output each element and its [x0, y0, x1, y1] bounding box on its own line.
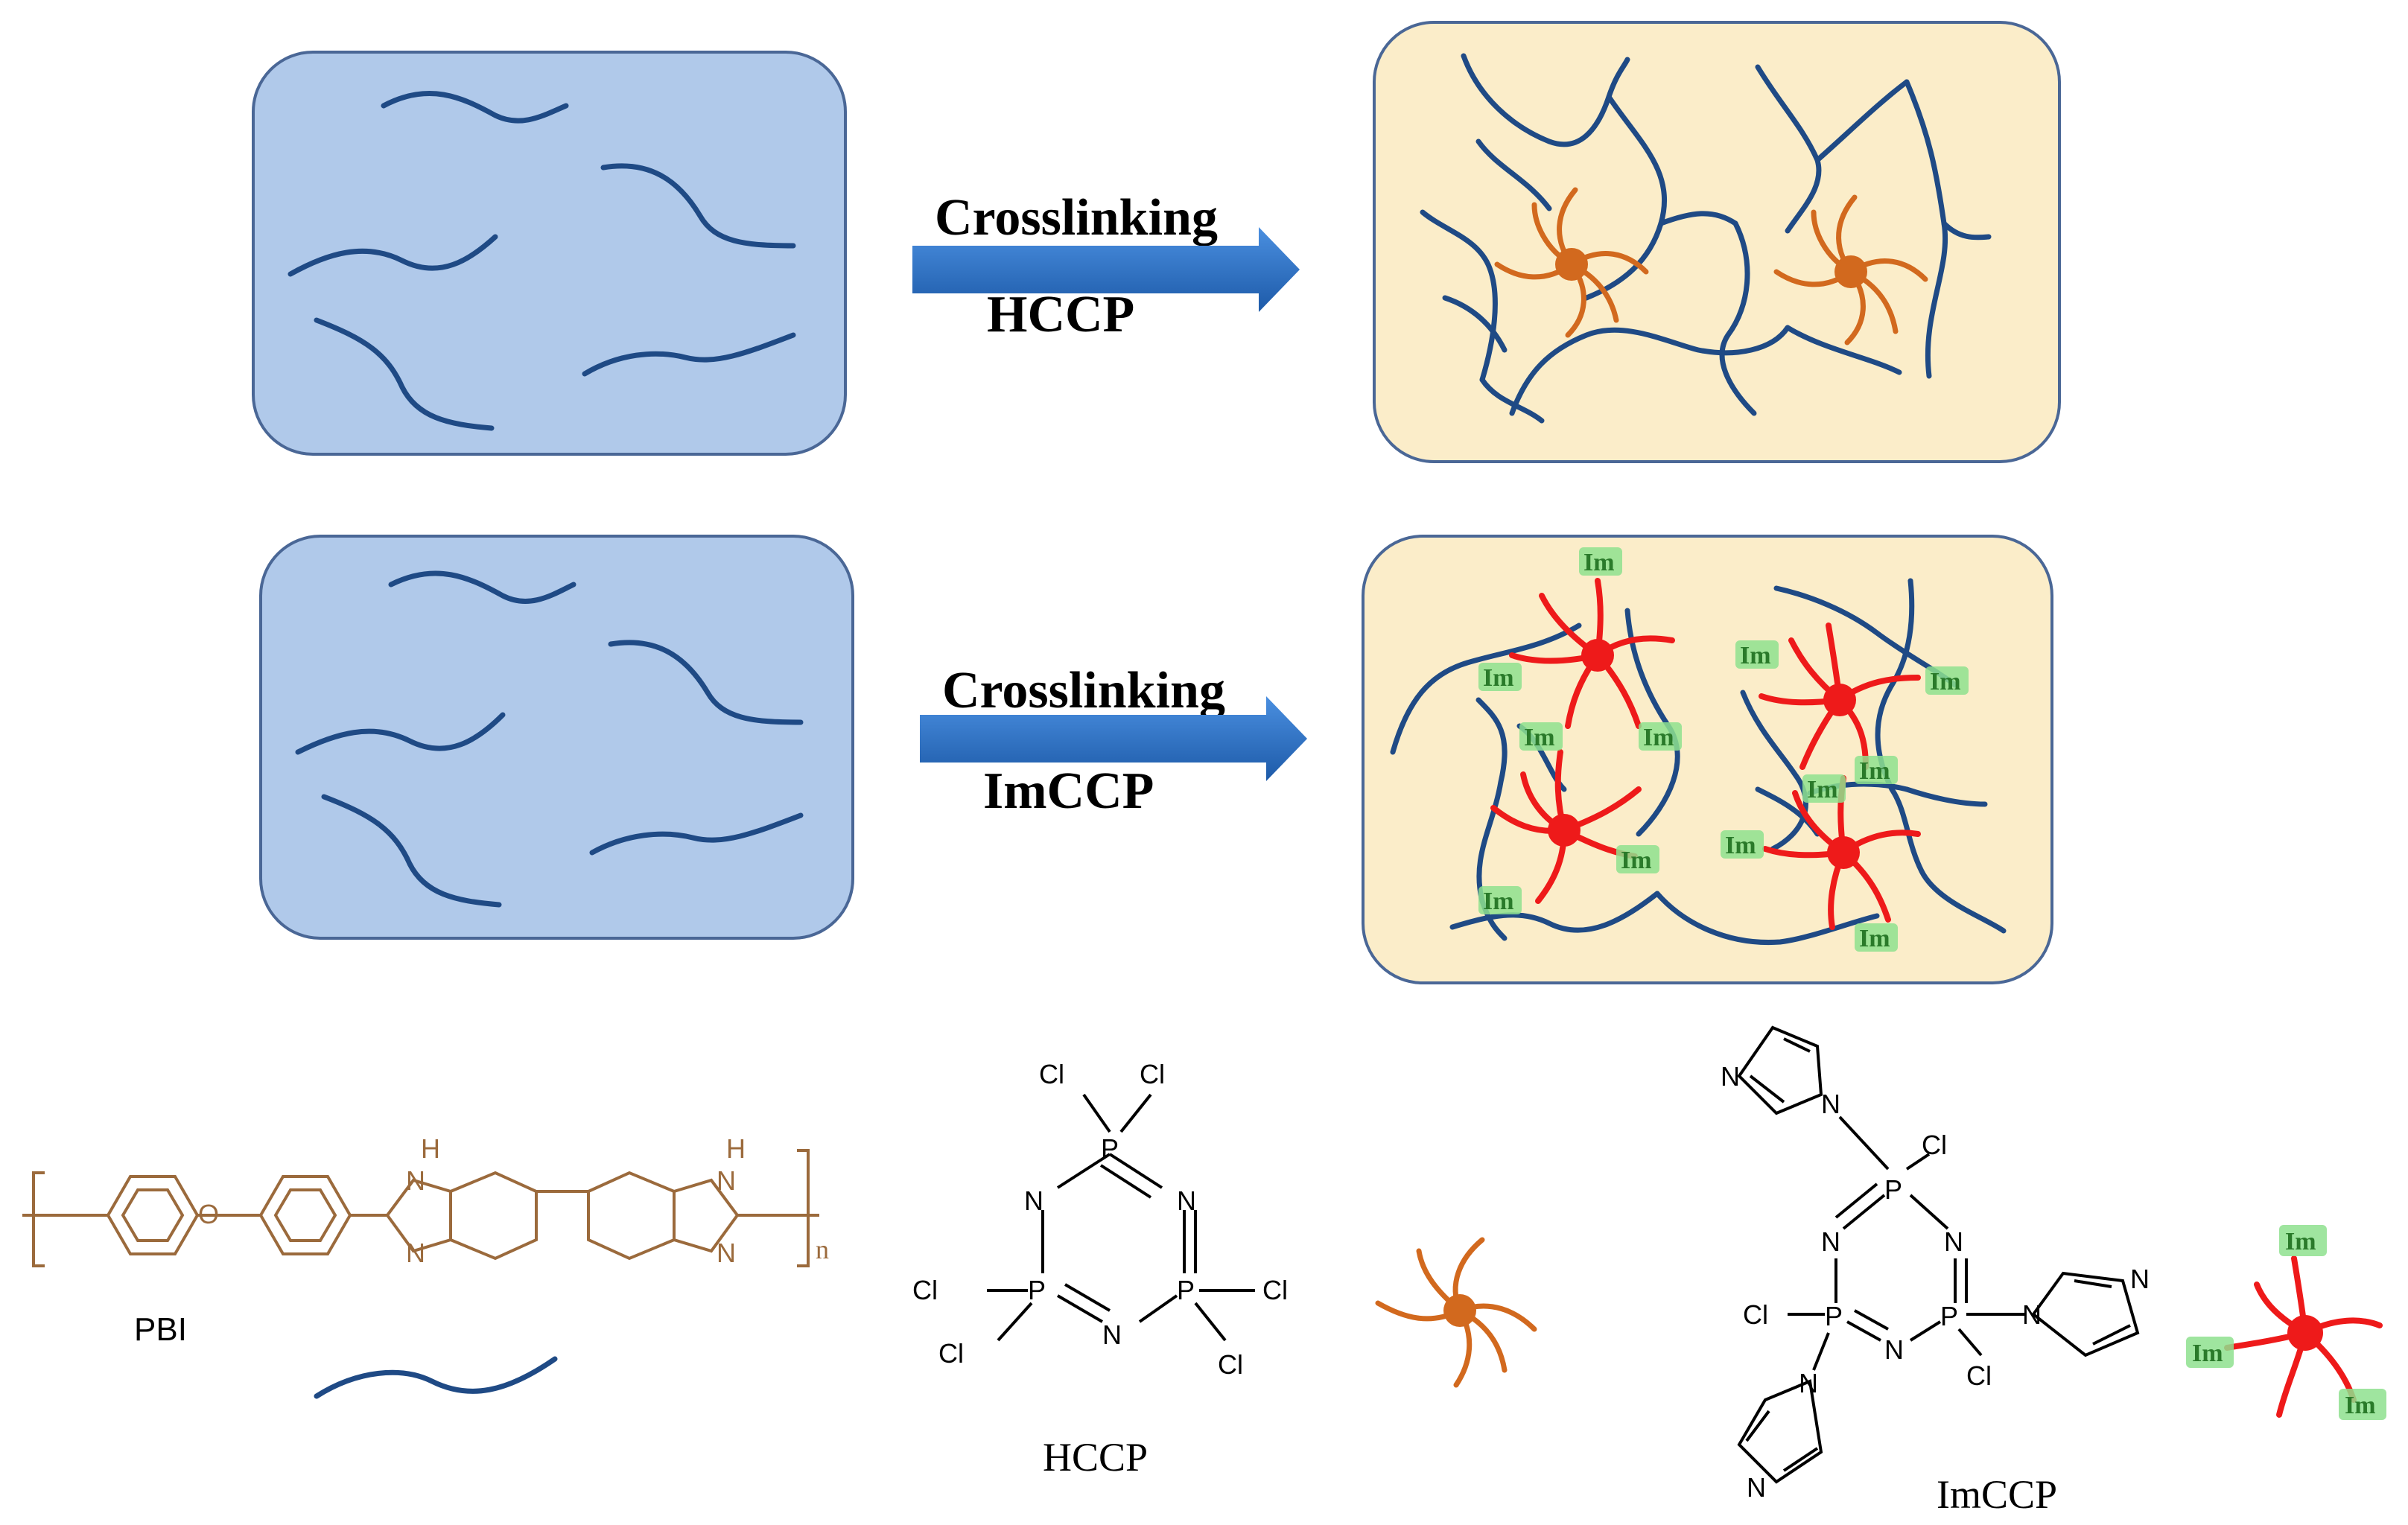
imccp-crosslinker-node: [1509, 578, 1675, 729]
svg-text:Im: Im: [2285, 1228, 2316, 1255]
arrow-hccp: Crosslinking HCCP: [912, 189, 1300, 343]
panel-crosslinked-imccp: [1362, 535, 2053, 984]
svg-text:Im: Im: [2345, 1392, 2376, 1419]
row-hccp: Crosslinking HCCP: [252, 21, 2061, 463]
svg-text:P: P: [1028, 1275, 1046, 1305]
svg-text:Im: Im: [1643, 724, 1674, 751]
hccp-crosslinker-node: [1494, 187, 1649, 338]
svg-text:N: N: [1102, 1319, 1122, 1350]
legend-pbi: O H N N H N N n PBI: [22, 1133, 829, 1399]
svg-text:N: N: [1821, 1089, 1840, 1119]
svg-text:Cl: Cl: [912, 1275, 938, 1305]
im-tag: Im: [2186, 1337, 2234, 1368]
row-imccp: Crosslinking ImCCP: [259, 535, 2053, 984]
pbi-label: PBI: [134, 1311, 187, 1348]
svg-text:N: N: [2130, 1264, 2150, 1294]
imccp-crosslinker-node: [1759, 623, 1921, 770]
arrow-imccp: Crosslinking ImCCP: [920, 662, 1307, 820]
svg-text:N: N: [1821, 1226, 1840, 1257]
svg-text:Im: Im: [1725, 832, 1756, 859]
svg-text:Im: Im: [1930, 668, 1961, 695]
svg-text:Cl: Cl: [1922, 1130, 1947, 1160]
arrow-shape: [912, 227, 1300, 312]
im-tag: Im: [1855, 923, 1898, 952]
im-tag: Im: [1855, 756, 1898, 785]
arrow-label-bottom: ImCCP: [983, 762, 1154, 820]
im-tag: Im: [1639, 722, 1682, 751]
arrow-label-top: Crosslinking: [935, 189, 1218, 246]
svg-text:N: N: [717, 1165, 736, 1196]
panel-linear-pbi-2: [259, 535, 854, 940]
svg-text:N: N: [2022, 1299, 2042, 1330]
svg-text:N: N: [406, 1165, 425, 1196]
svg-text:Im: Im: [1524, 724, 1555, 751]
svg-text:Cl: Cl: [938, 1338, 964, 1369]
svg-text:N: N: [406, 1238, 425, 1268]
im-tag: Im: [1802, 774, 1846, 803]
svg-text:Cl: Cl: [1218, 1349, 1243, 1380]
arrow-shape: [920, 696, 1307, 781]
svg-text:N: N: [717, 1238, 736, 1268]
svg-text:Im: Im: [1807, 776, 1838, 803]
svg-text:N: N: [1721, 1061, 1740, 1092]
svg-text:Im: Im: [1740, 642, 1771, 669]
svg-text:Im: Im: [2192, 1340, 2223, 1367]
legend-imccp: N N P N N P P N Cl Cl Cl N N: [1721, 1025, 2386, 1517]
svg-text:N: N: [1944, 1226, 1963, 1257]
svg-text:Im: Im: [1621, 847, 1652, 874]
svg-text:N: N: [1884, 1334, 1904, 1365]
im-tag: Im: [2279, 1225, 2327, 1256]
svg-text:N: N: [1747, 1472, 1766, 1503]
panel-crosslinked-hccp: [1373, 21, 2061, 463]
hccp-label: HCCP: [1043, 1435, 1148, 1480]
imccp-crosslinker-node: [1762, 775, 1921, 930]
svg-text:Cl: Cl: [1966, 1360, 1992, 1391]
imccp-crosslinker-symbol: Im Im Im: [2186, 1225, 2386, 1420]
arrow-label-bottom: HCCP: [987, 286, 1134, 343]
im-tag: Im: [1478, 663, 1522, 692]
svg-text:P: P: [1884, 1174, 1902, 1205]
im-tag: Im: [1721, 830, 1764, 859]
panel-linear-pbi-1: [252, 51, 847, 456]
arrow-label-top: Crosslinking: [942, 662, 1225, 719]
im-tag: Im: [1616, 845, 1659, 874]
svg-text:Im: Im: [1859, 925, 1890, 952]
im-tag: Im: [2339, 1389, 2386, 1420]
hccp-crosslinker-node: [1773, 194, 1928, 346]
linear-chains-2: [295, 570, 804, 908]
pbi-subscript: n: [816, 1235, 829, 1264]
svg-text:N: N: [1024, 1185, 1043, 1216]
svg-text:O: O: [198, 1199, 219, 1229]
svg-text:Im: Im: [1483, 888, 1514, 915]
svg-text:Cl: Cl: [1743, 1299, 1768, 1330]
linear-chains-1: [288, 90, 796, 431]
svg-text:Cl: Cl: [1039, 1059, 1064, 1089]
svg-text:Cl: Cl: [1140, 1059, 1165, 1089]
im-tag: Im: [1579, 547, 1622, 576]
svg-text:H: H: [726, 1133, 746, 1164]
im-tag: Im: [1519, 722, 1563, 751]
svg-text:P: P: [1101, 1133, 1119, 1164]
svg-text:P: P: [1825, 1301, 1843, 1331]
svg-text:Cl: Cl: [1262, 1275, 1288, 1305]
im-tag: Im: [1478, 886, 1522, 915]
svg-text:P: P: [1940, 1301, 1958, 1331]
hccp-crosslinker-symbol: [1375, 1237, 1537, 1388]
im-tag: Im: [1735, 640, 1779, 669]
svg-text:Im: Im: [1483, 664, 1514, 692]
network-hccp: [1420, 53, 1992, 424]
im-tag: Im: [1925, 666, 1969, 695]
svg-text:N: N: [1799, 1368, 1818, 1398]
svg-text:P: P: [1177, 1275, 1195, 1305]
svg-text:H: H: [421, 1133, 440, 1164]
imccp-label: ImCCP: [1937, 1472, 2057, 1517]
pbi-chain-symbol: [314, 1356, 558, 1399]
legend-hccp: P N N P P N Cl Cl Cl Cl Cl Cl HCCP: [912, 1059, 1537, 1480]
network-imccp: Im Im Im Im Im Im Im Im Im Im Im Im: [1390, 547, 2007, 952]
svg-text:Im: Im: [1583, 549, 1615, 576]
svg-text:Im: Im: [1859, 757, 1890, 785]
svg-text:N: N: [1177, 1185, 1196, 1216]
